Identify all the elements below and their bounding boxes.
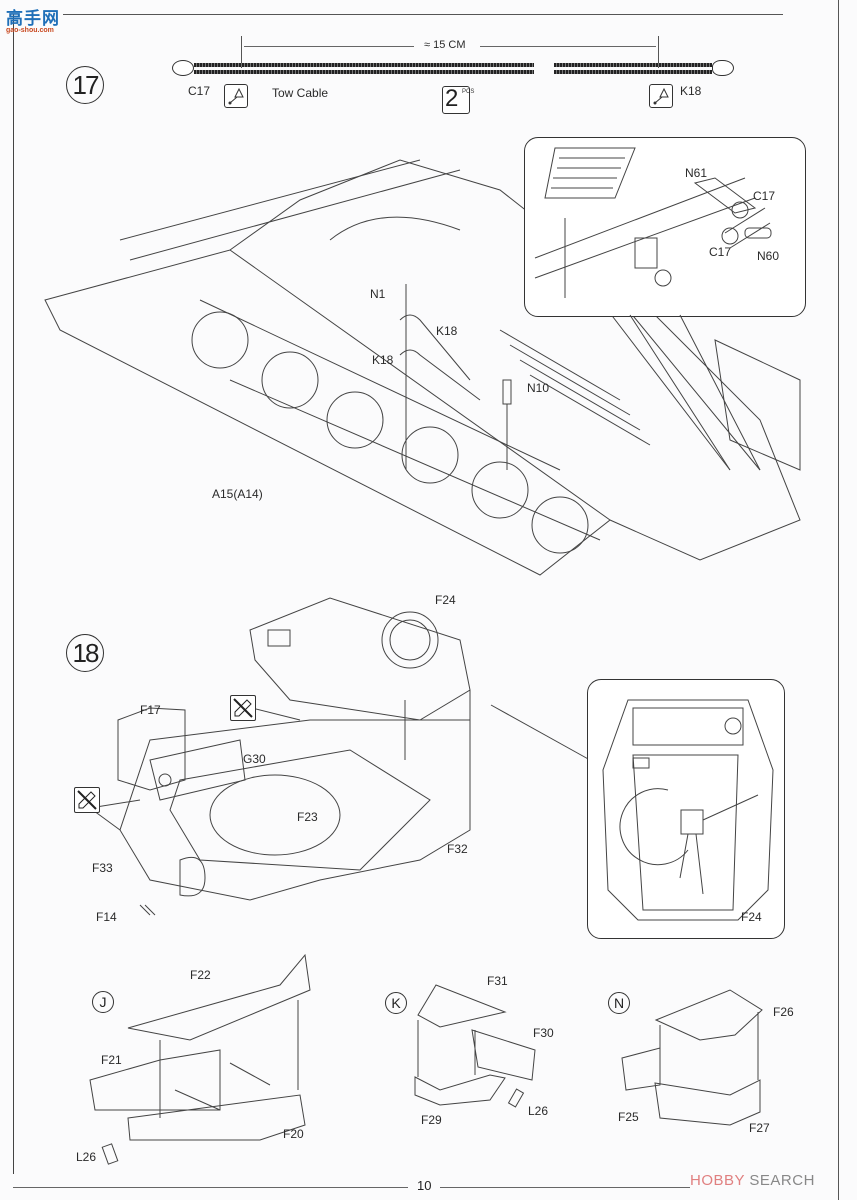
cable-eye-left-icon	[172, 60, 194, 76]
tow-cable-strand-lower-right	[554, 70, 712, 74]
quantity-badge: 2 PCS	[442, 85, 474, 114]
brand-suffix: SEARCH	[749, 1172, 815, 1189]
label-f31: F31	[487, 974, 508, 988]
label-f17: F17	[140, 703, 161, 717]
glue-icon-right	[649, 84, 673, 108]
dimension-line-right	[480, 46, 656, 47]
dimension-tick-right	[658, 36, 659, 68]
tow-cable-part-name: Tow Cable	[272, 86, 329, 100]
label-l26-j: L26	[76, 1150, 97, 1164]
step-18-number: 18	[66, 634, 104, 672]
inset-label-n60: N60	[757, 249, 780, 263]
footer-rule-left	[13, 1187, 408, 1188]
label-k18-upper: K18	[436, 324, 458, 338]
label-f27: F27	[749, 1121, 770, 1135]
part-g30-outline	[149, 739, 246, 801]
page-border-left	[13, 14, 14, 1174]
label-n10: N10	[527, 381, 550, 395]
label-g30: G30	[243, 752, 266, 766]
cable-end-right-label: K18	[680, 84, 702, 98]
inset-drawing	[534, 147, 772, 298]
label-k18-lower: K18	[372, 353, 394, 367]
tow-cable-strand-upper-right	[554, 63, 712, 67]
side-skirt-outline	[44, 249, 611, 576]
label-f20: F20	[283, 1127, 304, 1141]
label-f26: F26	[773, 1005, 794, 1019]
inset-label-c17-lower: C17	[709, 245, 732, 259]
label-f33: F33	[92, 861, 113, 875]
label-f32: F32	[447, 842, 468, 856]
watermark-site-name: 高手网	[6, 9, 60, 28]
turret-roof-outline	[249, 597, 471, 721]
footer-brand-watermark: HOBBY SEARCH	[690, 1172, 815, 1189]
inset-label-f24: F24	[741, 910, 762, 924]
subassembly-k-marker: K	[385, 992, 407, 1014]
inset-turret-floor-drawing	[602, 699, 774, 921]
label-f24: F24	[435, 593, 456, 607]
cable-end-left-label: C17	[188, 84, 211, 98]
subassembly-j-marker: J	[92, 991, 114, 1013]
subassembly-n-marker: N	[608, 992, 630, 1014]
cable-length-label: ≈ 15 CM	[424, 39, 466, 51]
cable-eye-right-icon	[712, 60, 734, 76]
detail-inset-turret-floor: F24	[587, 679, 785, 939]
part-f17-outline	[117, 707, 186, 791]
label-f25: F25	[618, 1110, 639, 1124]
label-n1: N1	[370, 287, 386, 301]
no-glue-icon-upper	[230, 695, 256, 721]
label-l26-k: L26	[528, 1104, 549, 1118]
inset-label-n61: N61	[685, 166, 708, 180]
label-f21: F21	[101, 1053, 122, 1067]
page-border-top	[63, 14, 783, 15]
glue-icon-left	[224, 84, 248, 108]
dimension-line-left	[244, 46, 414, 47]
dimension-tick-left	[241, 36, 242, 68]
step-17-number: 17	[66, 66, 104, 104]
basket-floor-outline	[119, 719, 471, 901]
tow-cable-strand-upper-left	[194, 63, 534, 67]
label-f30: F30	[533, 1026, 554, 1040]
footer-rule-right	[440, 1187, 690, 1188]
no-glue-icon-lower	[74, 787, 100, 813]
watermark-site-url: gao-shou.com	[6, 27, 54, 34]
brand-prefix: HOBBY	[690, 1172, 745, 1189]
quantity-value: 2	[445, 85, 459, 112]
label-f22: F22	[190, 968, 211, 982]
label-f29: F29	[421, 1113, 442, 1127]
detail-inset-tow-cable: N61 C17 C17 N60	[524, 137, 806, 317]
page-border-right	[838, 0, 839, 1200]
page-number: 10	[417, 1178, 432, 1193]
label-side-skirt: A15(A14)	[212, 487, 263, 501]
inset-label-c17-upper: C17	[753, 189, 776, 203]
label-f23: F23	[297, 810, 318, 824]
watermark-logo: 高手网 gao-shou.com	[6, 4, 68, 36]
tow-cable-strand-lower-left	[194, 70, 534, 74]
label-f14: F14	[96, 910, 117, 924]
inset-pointer-lines	[629, 314, 761, 471]
